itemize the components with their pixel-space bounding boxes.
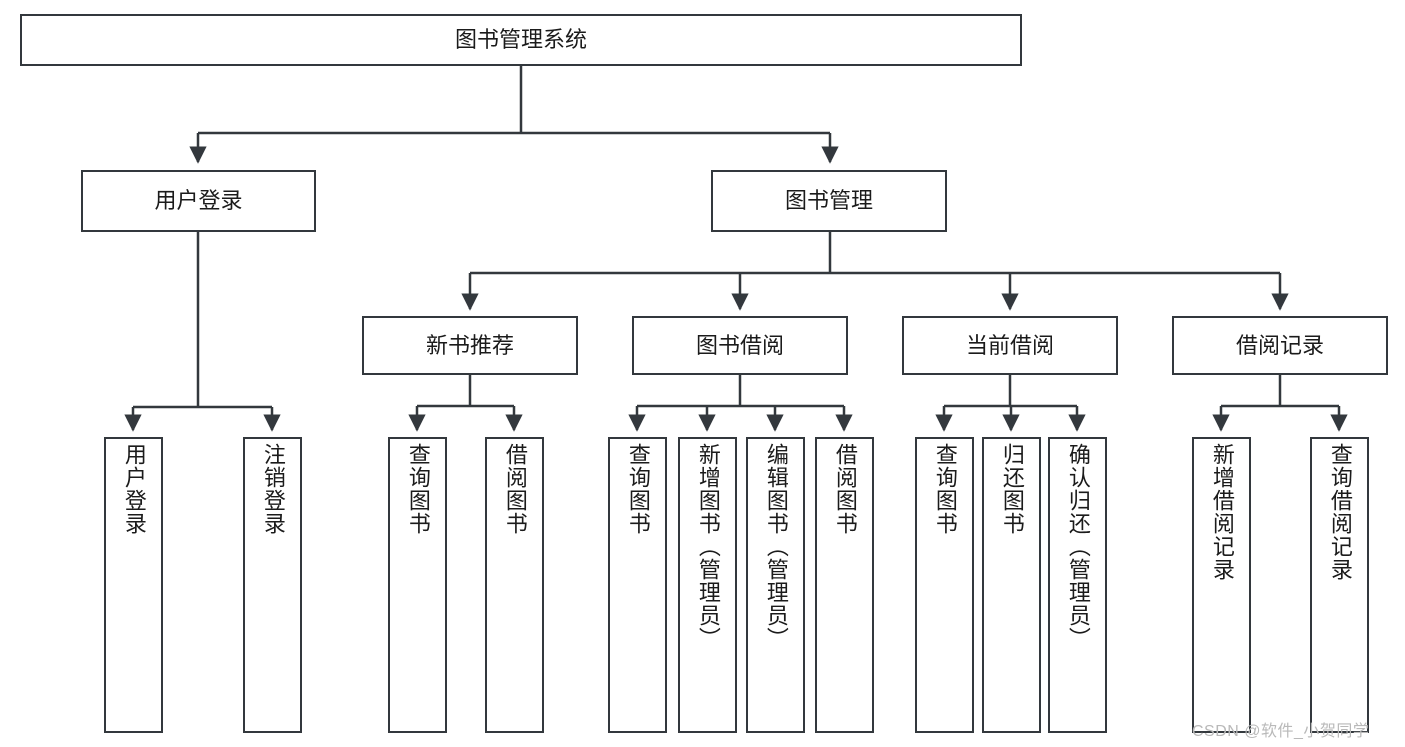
node-label: 图书管理系统 [454, 27, 587, 53]
node-label: 新增借阅记录 [1209, 443, 1235, 581]
node-book-management[interactable]: 图书管理 [711, 170, 947, 232]
node-leaf-borrow-book[interactable]: 借阅图书 [815, 437, 874, 733]
node-label: 当前借阅 [965, 332, 1054, 358]
node-leaf-add-book[interactable]: 新增图书（管理员） [678, 437, 737, 733]
node-leaf-query-book-borrow[interactable]: 查询图书 [608, 437, 667, 733]
node-root-system[interactable]: 图书管理系统 [20, 14, 1022, 66]
node-book-borrow[interactable]: 图书借阅 [632, 316, 848, 375]
node-leaf-query-book-recommend[interactable]: 查询图书 [388, 437, 447, 733]
node-label: 新增图书（管理员） [695, 443, 721, 650]
node-label: 借阅图书 [502, 443, 528, 535]
node-label: 归还图书 [999, 443, 1025, 535]
node-label: 借阅记录 [1235, 332, 1324, 358]
node-label: 编辑图书（管理员） [763, 443, 789, 650]
node-leaf-query-book-current[interactable]: 查询图书 [915, 437, 974, 733]
node-borrow-record[interactable]: 借阅记录 [1172, 316, 1388, 375]
node-label: 用户登录 [154, 188, 243, 214]
node-leaf-return-book[interactable]: 归还图书 [982, 437, 1041, 733]
node-leaf-edit-book[interactable]: 编辑图书（管理员） [746, 437, 805, 733]
node-leaf-add-borrow-record[interactable]: 新增借阅记录 [1192, 437, 1251, 733]
node-label: 借阅图书 [832, 443, 858, 535]
node-leaf-user-logout[interactable]: 注销登录 [243, 437, 302, 733]
node-current-borrow[interactable]: 当前借阅 [902, 316, 1118, 375]
node-label: 查询图书 [625, 443, 651, 535]
node-label: 用户登录 [121, 443, 147, 535]
node-label: 查询图书 [932, 443, 958, 535]
node-label: 注销登录 [260, 443, 286, 535]
node-leaf-borrow-book-recommend[interactable]: 借阅图书 [485, 437, 544, 733]
node-leaf-user-login[interactable]: 用户登录 [104, 437, 163, 733]
node-new-book-recommend[interactable]: 新书推荐 [362, 316, 578, 375]
node-label: 确认归还（管理员） [1065, 443, 1091, 650]
node-user-login[interactable]: 用户登录 [81, 170, 316, 232]
node-label: 查询图书 [405, 443, 431, 535]
watermark-text: CSDN @软件_小贺同学 [1192, 723, 1370, 740]
node-label: 查询借阅记录 [1327, 443, 1353, 581]
node-label: 新书推荐 [425, 332, 514, 358]
node-label: 图书管理 [784, 188, 873, 214]
node-label: 图书借阅 [695, 332, 784, 358]
node-leaf-confirm-return[interactable]: 确认归还（管理员） [1048, 437, 1107, 733]
node-leaf-query-borrow-record[interactable]: 查询借阅记录 [1310, 437, 1369, 733]
